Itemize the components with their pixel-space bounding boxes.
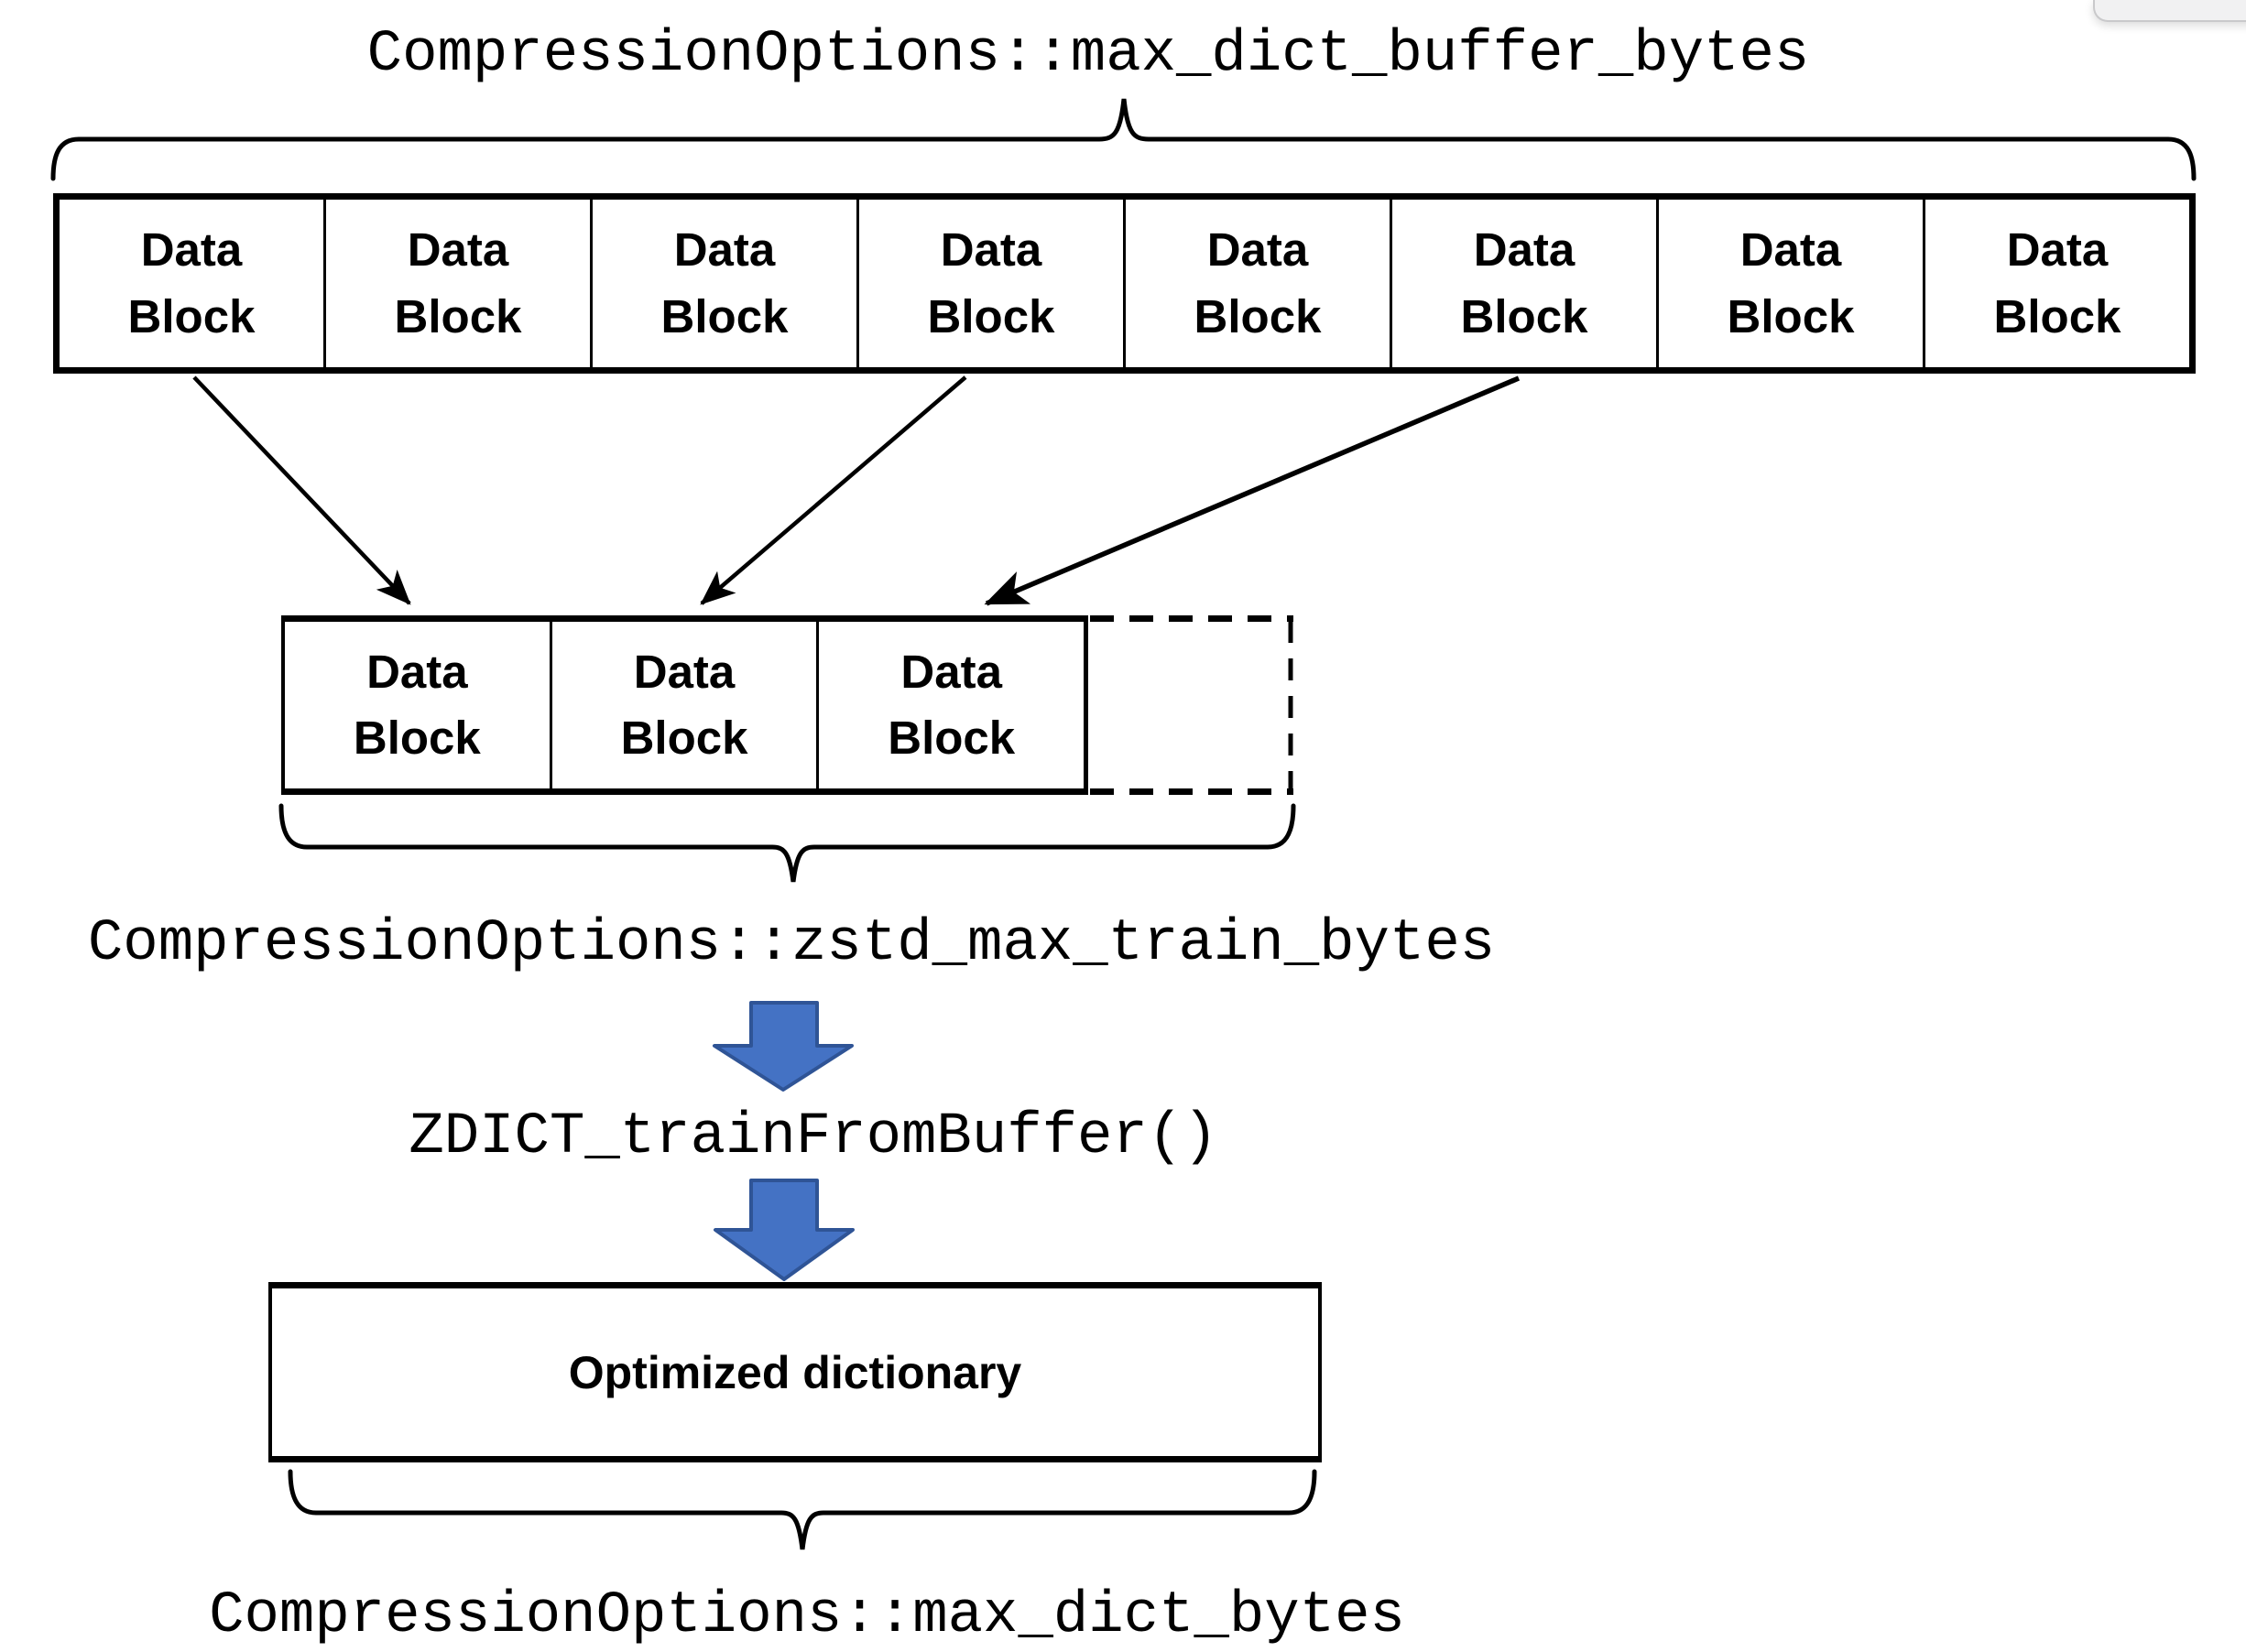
- sample-arrow-2: [700, 375, 967, 605]
- optimized-dictionary-label: Optimized dictionary: [568, 1346, 1022, 1398]
- data-block: Data Block: [1656, 200, 1923, 367]
- label-max-dict-bytes: CompressionOptions::max_dict_bytes: [209, 1583, 1405, 1649]
- top-brace: [50, 98, 2197, 181]
- data-block: Data Block: [1923, 200, 2189, 367]
- data-block: Data Block: [127, 223, 256, 342]
- data-block: Data Block: [1390, 200, 1656, 367]
- data-block: Data Block: [590, 200, 856, 367]
- data-block: Data Block: [353, 645, 481, 764]
- train-sample-row: Data Block Data Block Data Block: [281, 615, 1088, 795]
- down-arrow-train: [713, 1001, 854, 1092]
- optimized-dictionary-box: Optimized dictionary: [268, 1282, 1322, 1462]
- browser-chrome-corner: [2093, 0, 2246, 22]
- train-bytes-brace: [278, 803, 1296, 883]
- buffer-block-row: Data Block Data Block Data Block Data Bl…: [53, 193, 2196, 374]
- label-zdict-train-from-buffer: ZDICT_trainFromBuffer(): [409, 1104, 1218, 1170]
- data-block: Data Block: [549, 622, 817, 788]
- data-block: Data Block: [323, 200, 590, 367]
- data-block: Data Block: [816, 622, 1084, 788]
- down-arrow-output: [714, 1179, 855, 1281]
- label-zstd-max-train-bytes: CompressionOptions::zstd_max_train_bytes: [87, 911, 1496, 977]
- max-dict-bytes-brace: [288, 1469, 1317, 1550]
- label-max-dict-buffer-bytes: CompressionOptions::max_dict_buffer_byte…: [366, 22, 1810, 88]
- data-block: Data Block: [1123, 200, 1390, 367]
- data-block: Data Block: [856, 200, 1123, 367]
- sample-arrow-1: [192, 375, 411, 605]
- dashed-empty-block: [1090, 615, 1293, 795]
- sample-arrow-3: [984, 375, 1521, 606]
